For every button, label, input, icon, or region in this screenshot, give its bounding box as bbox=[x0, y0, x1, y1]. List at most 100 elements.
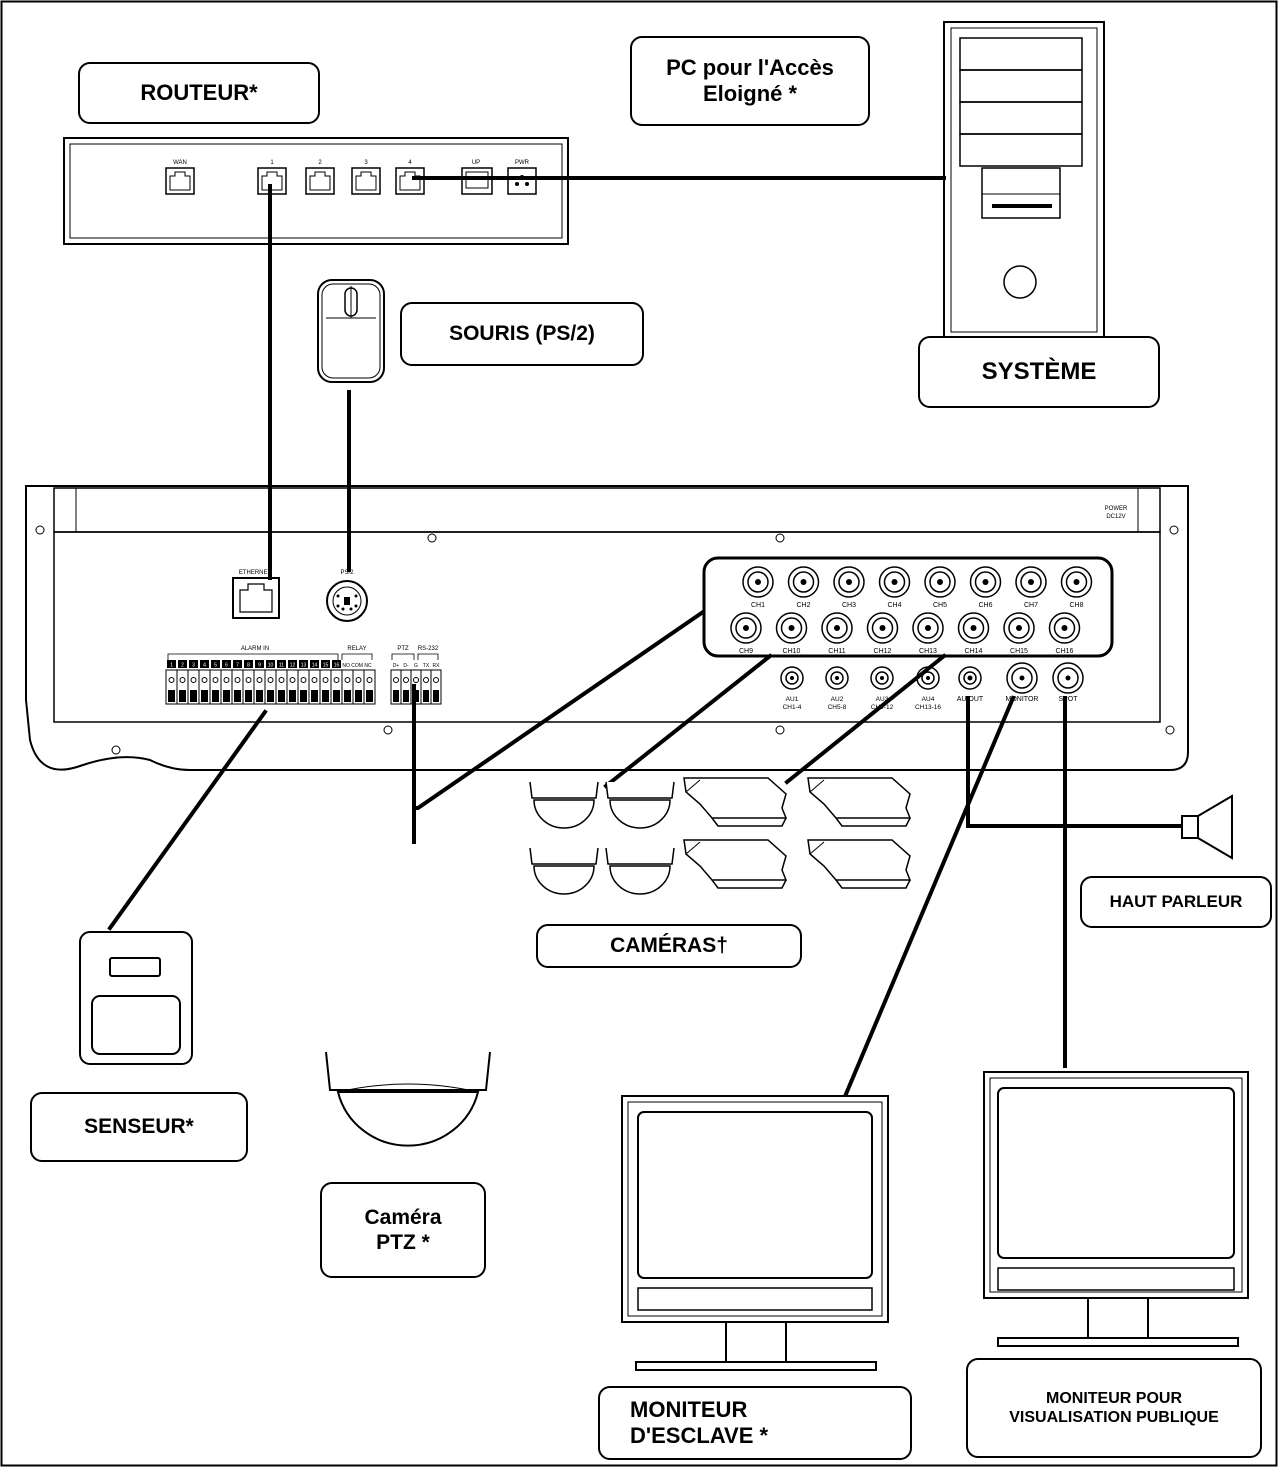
router-port-label: 1 bbox=[270, 160, 274, 166]
dome-camera-icon bbox=[529, 847, 599, 895]
power-label: POWER bbox=[1105, 506, 1128, 512]
router-port-label: PWR bbox=[515, 160, 530, 166]
alarm-number-label: 14 bbox=[312, 663, 318, 669]
camera-input-group bbox=[702, 556, 1114, 658]
dvr-rear-panel: POWER DC12V ETHERNET PS/2 ALARM IN RELAY… bbox=[25, 485, 1189, 771]
channel-label: CH9 bbox=[739, 648, 753, 655]
alarm-terminal: 11 bbox=[275, 660, 288, 705]
bnc-ch13: CH13 bbox=[912, 612, 944, 655]
bnc-ch7: CH7 bbox=[1015, 566, 1047, 609]
ptz-camera-label: Caméra PTZ * bbox=[320, 1182, 486, 1278]
channel-label: CH3 bbox=[842, 602, 856, 609]
speaker-label: HAUT PARLEUR bbox=[1080, 876, 1272, 928]
audio-label: AU1 bbox=[786, 696, 799, 703]
ptz-terminal: D- bbox=[400, 663, 412, 705]
slave-monitor-label-line2: D'ESCLAVE * bbox=[630, 1423, 769, 1448]
alarm-terminal: 8 bbox=[242, 660, 255, 705]
alarm-number-label: 11 bbox=[279, 663, 284, 669]
ptz-port-label: PTZ bbox=[397, 646, 409, 652]
public-monitor-label-line1: MONITEUR POUR bbox=[1046, 1389, 1182, 1407]
router-port-label: UP bbox=[472, 160, 480, 166]
ptz-camera-icon bbox=[325, 1051, 491, 1147]
router-port-label: 2 bbox=[318, 160, 322, 166]
alarm-number-label: 1 bbox=[170, 663, 173, 669]
sensor-label: SENSEUR* bbox=[30, 1092, 248, 1162]
cameras-label: CAMÉRAS† bbox=[536, 924, 802, 968]
bnc-ch15: CH15 bbox=[1003, 612, 1035, 655]
power-button-icon bbox=[1003, 265, 1037, 299]
ptz-pin-label: G bbox=[414, 663, 418, 669]
router-port-label: 3 bbox=[364, 160, 368, 166]
channel-label: CH1 bbox=[751, 602, 765, 609]
ps2-port-label: PS/2 bbox=[340, 570, 354, 576]
alarm-terminal: 10 bbox=[264, 660, 277, 705]
router-port-2: 2 bbox=[305, 160, 335, 195]
audio-channels-label: CH1-4 bbox=[783, 704, 802, 711]
ps2-port bbox=[326, 580, 368, 622]
alarm-terminal: 16 bbox=[330, 660, 343, 705]
public-monitor-label: MONITEUR POUR VISUALISATION PUBLIQUE bbox=[966, 1358, 1262, 1458]
relay-terminal bbox=[352, 669, 365, 705]
bnc-ch9: CH9 bbox=[730, 612, 762, 655]
relay-terminal bbox=[341, 669, 354, 705]
connection-wires bbox=[107, 176, 1184, 1097]
channel-label: CH11 bbox=[828, 648, 845, 655]
alarm-terminal: 4 bbox=[198, 660, 211, 705]
ptz-pin-label: D- bbox=[403, 663, 409, 669]
wire-channels-to-ptz bbox=[412, 609, 706, 810]
channel-label: CH13 bbox=[919, 648, 937, 655]
bnc-ch6: CH6 bbox=[969, 566, 1002, 609]
system-label: SYSTÈME bbox=[918, 336, 1160, 408]
alarm-number-label: 4 bbox=[203, 663, 206, 669]
channel-label: CH5 bbox=[933, 602, 947, 609]
mouse-label-text: SOURIS (PS/2) bbox=[449, 322, 595, 346]
remote-pc-label: PC pour l'Accès Eloigné * bbox=[630, 36, 870, 126]
alarm-number-label: 15 bbox=[323, 663, 329, 669]
alarm-number-label: 10 bbox=[268, 663, 274, 669]
router-port-wan: WAN bbox=[165, 160, 195, 195]
audio-channels-label: CH13-16 bbox=[915, 704, 941, 711]
speaker-label-text: HAUT PARLEUR bbox=[1109, 891, 1243, 911]
channel-label: CH10 bbox=[783, 648, 801, 655]
alarm-terminal: 2 bbox=[176, 660, 189, 705]
box-camera-icon bbox=[807, 839, 912, 889]
channel-label: CH15 bbox=[1010, 648, 1028, 655]
channel-label: CH8 bbox=[1069, 602, 1083, 609]
router-label-text: ROUTEUR* bbox=[140, 79, 258, 105]
box-camera-icon bbox=[683, 777, 788, 827]
wire-audio-to-speaker bbox=[966, 696, 1184, 828]
system-label-text: SYSTÈME bbox=[981, 357, 1097, 385]
router-port-label: WAN bbox=[173, 160, 187, 166]
channel-label: CH7 bbox=[1024, 602, 1038, 609]
alarm-number-label: 5 bbox=[214, 663, 217, 669]
alarm-number-label: 9 bbox=[258, 663, 261, 669]
wire-alarm-to-sensor bbox=[107, 709, 268, 931]
bnc-ch16: CH16 bbox=[1048, 612, 1081, 655]
output-label: AU OUT bbox=[957, 696, 984, 703]
ptz-pin-label: RX bbox=[433, 663, 441, 669]
bnc-ch10: CH10 bbox=[775, 612, 808, 655]
alarm-terminal: 5 bbox=[209, 660, 222, 705]
alarm-terminal: 12 bbox=[286, 660, 299, 705]
dome-camera-icon bbox=[605, 781, 675, 829]
spot-out-port: SPOT bbox=[1052, 662, 1084, 703]
router-port-3: 3 bbox=[351, 160, 381, 195]
power-voltage-label: DC12V bbox=[1106, 514, 1125, 520]
channel-label: CH14 bbox=[965, 648, 983, 655]
bnc-ch5: CH5 bbox=[924, 566, 956, 609]
ethernet-port-label: ETHERNET bbox=[239, 570, 272, 576]
mouse-icon bbox=[317, 279, 385, 383]
alarm-terminal: 1 bbox=[165, 660, 178, 705]
sensor-label-text: SENSEUR* bbox=[84, 1115, 194, 1139]
cameras-label-text: CAMÉRAS† bbox=[610, 934, 728, 958]
dome-camera-icon bbox=[529, 781, 599, 829]
alarm-number-label: 7 bbox=[236, 663, 239, 669]
ptz-terminal: RX bbox=[430, 663, 442, 705]
